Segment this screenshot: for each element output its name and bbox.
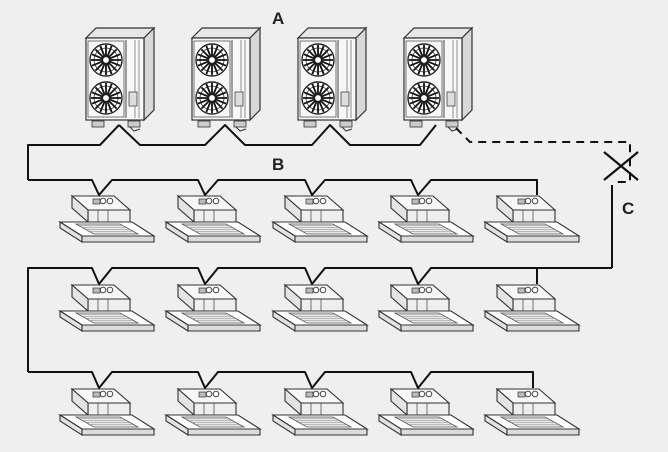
- indoor-units-row-3: [60, 389, 579, 435]
- indoor-unit: [485, 196, 579, 242]
- label-a: A: [272, 9, 284, 28]
- indoor-units-row-1: [60, 196, 579, 242]
- indoor-units-row-2: [60, 285, 579, 331]
- indoor-bus-row-1: [28, 180, 537, 195]
- indoor-unit: [60, 196, 154, 242]
- outdoor-units: [86, 28, 472, 131]
- wiring: [28, 125, 612, 388]
- outdoor-link-line: [119, 125, 436, 145]
- outdoor-unit: [298, 28, 366, 131]
- outdoor-unit: [86, 28, 154, 131]
- indoor-bus-row-3: [28, 372, 533, 388]
- indoor-unit: [166, 285, 260, 331]
- outdoor-unit: [192, 28, 260, 131]
- outdoor-unit: [404, 28, 472, 131]
- indoor-unit: [485, 285, 579, 331]
- indoor-unit: [273, 389, 367, 435]
- broken-link-x-mark: [604, 152, 638, 180]
- indoor-unit: [379, 196, 473, 242]
- indoor-unit: [166, 196, 260, 242]
- indoor-unit: [485, 389, 579, 435]
- indoor-unit: [60, 389, 154, 435]
- indoor-unit: [166, 389, 260, 435]
- indoor-unit: [273, 285, 367, 331]
- indoor-unit: [273, 196, 367, 242]
- indoor-unit: [379, 285, 473, 331]
- indoor-unit: [60, 285, 154, 331]
- dashed-link-line: [456, 128, 630, 182]
- outdoor-link-line: [28, 125, 119, 180]
- label-b: B: [272, 155, 284, 174]
- indoor-unit: [379, 389, 473, 435]
- label-c: C: [622, 199, 634, 218]
